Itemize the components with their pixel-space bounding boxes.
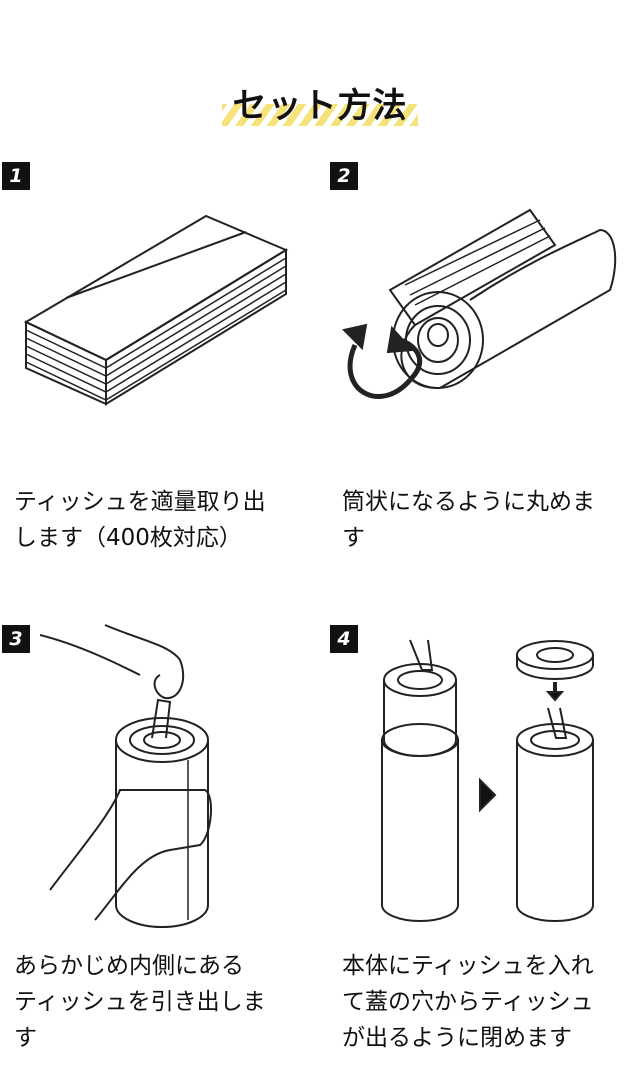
step-2-badge: 2 bbox=[330, 162, 358, 190]
step-3-description: あらかじめ内側にある ティッシュを引き出しま す bbox=[14, 948, 266, 1056]
step-4-description: 本体にティッシュを入れ て蓋の穴からティッシュ が出るように閉めます bbox=[342, 948, 594, 1056]
step-4-line-2: て蓋の穴からティッシュ bbox=[342, 989, 594, 1015]
step-1-badge: 1 bbox=[2, 162, 30, 190]
step-3-line-2: ティッシュを引き出しま bbox=[14, 989, 266, 1015]
tissue-stack-illustration bbox=[23, 214, 289, 406]
page-title: セット方法 bbox=[232, 86, 408, 126]
step-2-line-1: 筒状になるように丸めま bbox=[342, 489, 595, 515]
step-1-line-2: します（400枚対応） bbox=[14, 525, 242, 551]
pull-tissue-illustration bbox=[40, 624, 212, 928]
step-3-badge: 3 bbox=[2, 625, 30, 653]
step-4-line-3: が出るように閉めます bbox=[342, 1025, 572, 1051]
step-2-description: 筒状になるように丸めま す bbox=[342, 484, 595, 556]
step-1-line-1: ティッシュを適量取り出 bbox=[14, 489, 266, 515]
step-3-line-1: あらかじめ内側にある bbox=[14, 953, 244, 979]
step-4-line-1: 本体にティッシュを入れ bbox=[342, 953, 594, 979]
rolling-tissue-illustration bbox=[342, 208, 617, 399]
insert-holder-illustration bbox=[381, 639, 594, 922]
title-highlight-stripe bbox=[222, 104, 418, 126]
step-3-line-3: す bbox=[14, 1025, 37, 1051]
step-1-description: ティッシュを適量取り出 します（400枚対応） bbox=[14, 484, 266, 556]
step-2-line-2: す bbox=[342, 525, 365, 551]
step-4-badge: 4 bbox=[330, 625, 358, 653]
